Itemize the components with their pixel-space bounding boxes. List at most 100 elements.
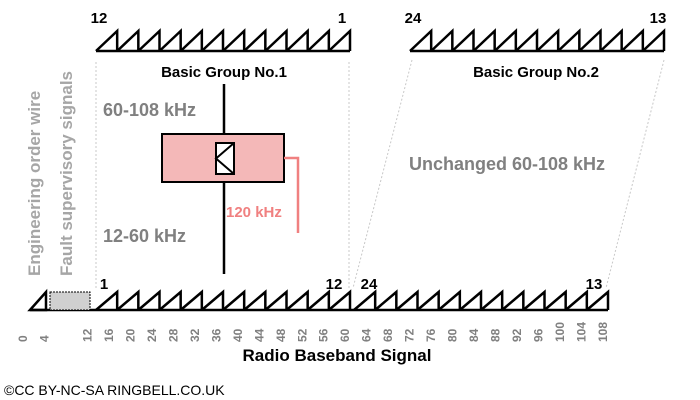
group1-tooth — [95, 28, 119, 52]
basic-group-2: 24 13 Basic Group No.2 Unchanged 60-108 … — [405, 10, 667, 174]
group1-tooth — [179, 28, 204, 52]
group2-tooth — [578, 28, 602, 52]
frequency-tick-label: 84 — [467, 328, 481, 342]
baseband-group2-tooth — [501, 289, 525, 311]
baseband-group1-tooth — [306, 289, 331, 311]
frequency-tick-label: 76 — [424, 328, 438, 342]
baseband-group1-tooth — [179, 289, 204, 311]
frequency-tick-label: 64 — [360, 328, 374, 342]
frequency-tick-label: 24 — [145, 328, 159, 342]
group1-start-channel: 12 — [91, 10, 108, 27]
baseband-group2-tooth — [564, 289, 589, 311]
group1-tooth — [200, 28, 225, 52]
basic-group-1: 12 1 Basic Group No.1 — [91, 10, 352, 81]
baseband-channel-1: 1 — [100, 276, 108, 293]
baseband-channel-13: 13 — [586, 276, 603, 293]
copyright-footer: ©CC BY-NC-SA RINGBELL.CO.UK — [4, 382, 225, 398]
frequency-tick-label: 88 — [489, 328, 503, 342]
group1-end-channel: 1 — [338, 10, 346, 27]
group1-tooth — [327, 28, 352, 52]
carrier-line — [284, 156, 300, 233]
group1-title: Basic Group No.1 — [161, 64, 287, 81]
group2-tooth — [493, 28, 518, 52]
baseband-group2-tooth — [395, 289, 419, 311]
baseband-group1-tooth — [222, 289, 246, 311]
baseband-channel-12: 12 — [326, 276, 343, 293]
upper-band-label: 60-108 kHz — [103, 100, 196, 120]
baseband-channel-teeth — [95, 289, 610, 311]
group2-tooth — [557, 28, 581, 52]
frequency-tick-label: 4 — [37, 335, 51, 342]
frequency-tick-label: 80 — [446, 328, 460, 342]
frequency-tick-label: 108 — [596, 322, 610, 342]
baseband-channel-24: 24 — [361, 276, 378, 293]
modulator-symbol — [215, 142, 235, 175]
frequency-tick-label: 104 — [575, 322, 589, 342]
group2-tooth — [514, 28, 539, 52]
baseband-group2-tooth — [353, 289, 377, 311]
baseband-group1-tooth — [158, 289, 182, 311]
modulator-section: 60-108 kHz 12-60 kHz 120 kHz — [103, 84, 300, 274]
frequency-tick-label: 0 — [16, 335, 30, 342]
frequency-tick-label: 68 — [381, 328, 395, 342]
group1-tooth — [116, 28, 140, 52]
unchanged-band-note: Unchanged 60-108 kHz — [409, 154, 605, 174]
frequency-tick-label: 40 — [231, 328, 245, 342]
baseband-group1-tooth — [243, 289, 267, 311]
ew-channel-tooth — [27, 288, 48, 312]
baseband-group1-tooth — [201, 289, 225, 311]
carrier-frequency-label: 120 kHz — [226, 204, 282, 221]
frequency-tick-label: 36 — [209, 328, 223, 342]
group2-tooth — [430, 28, 454, 52]
frequency-tick-label: 72 — [403, 328, 417, 342]
frequency-tick-label: 60 — [338, 328, 352, 342]
group1-tooth — [222, 28, 246, 52]
frequency-tick-label: 20 — [123, 328, 137, 342]
baseband-group2-tooth — [586, 289, 610, 311]
baseband-group2-tooth — [459, 289, 483, 311]
group1-tooth — [264, 28, 288, 52]
frequency-tick-label: 12 — [80, 328, 94, 342]
frequency-tick-label: 28 — [166, 328, 180, 342]
baseband-group2-tooth — [543, 289, 567, 311]
baseband-group2-tooth — [416, 289, 440, 311]
group1-tooth — [158, 28, 182, 52]
baseband-group2-tooth — [522, 289, 546, 311]
group2-tooth — [451, 28, 475, 52]
frequency-tick-label: 48 — [274, 328, 288, 342]
lower-band-label: 12-60 kHz — [103, 226, 186, 246]
baseband-group2-tooth — [437, 289, 462, 311]
baseband-group1-tooth — [116, 289, 140, 311]
guide-lines — [95, 59, 665, 290]
baseband-group1-tooth — [137, 289, 161, 311]
group1-tooth — [137, 28, 161, 52]
frequency-tick-label: 100 — [553, 322, 567, 342]
group2-tooth — [599, 28, 623, 52]
guide-diag-right — [605, 59, 665, 289]
engineering-order-wire-label: Engineering order wire — [25, 91, 44, 276]
frequency-tick-label: 92 — [510, 328, 524, 342]
baseband-group1-tooth — [264, 289, 288, 311]
group2-start-channel: 24 — [405, 10, 422, 27]
fault-supervisory-label: Fault supervisory signals — [57, 71, 76, 276]
group2-end-channel: 13 — [650, 10, 667, 27]
baseband-group1-tooth — [95, 289, 119, 311]
group2-tooth — [536, 28, 560, 52]
group2-tooth — [620, 28, 645, 52]
group1-channel-teeth — [95, 28, 352, 52]
group2-tooth — [641, 28, 666, 52]
frequency-tick-label: 32 — [188, 328, 202, 342]
baseband-title: Radio Baseband Signal — [243, 346, 432, 365]
frequency-tick-label: 96 — [532, 328, 546, 342]
modulator-symbol-chevron — [214, 142, 235, 175]
baseband-group1-tooth — [328, 289, 352, 311]
group2-channel-teeth — [409, 28, 666, 52]
group1-tooth — [306, 28, 331, 52]
frequency-tick-label: 44 — [252, 328, 266, 342]
group1-tooth — [243, 28, 267, 52]
baseband-group2-tooth — [480, 289, 504, 311]
side-labels: Engineering order wire Fault supervisory… — [25, 71, 76, 276]
